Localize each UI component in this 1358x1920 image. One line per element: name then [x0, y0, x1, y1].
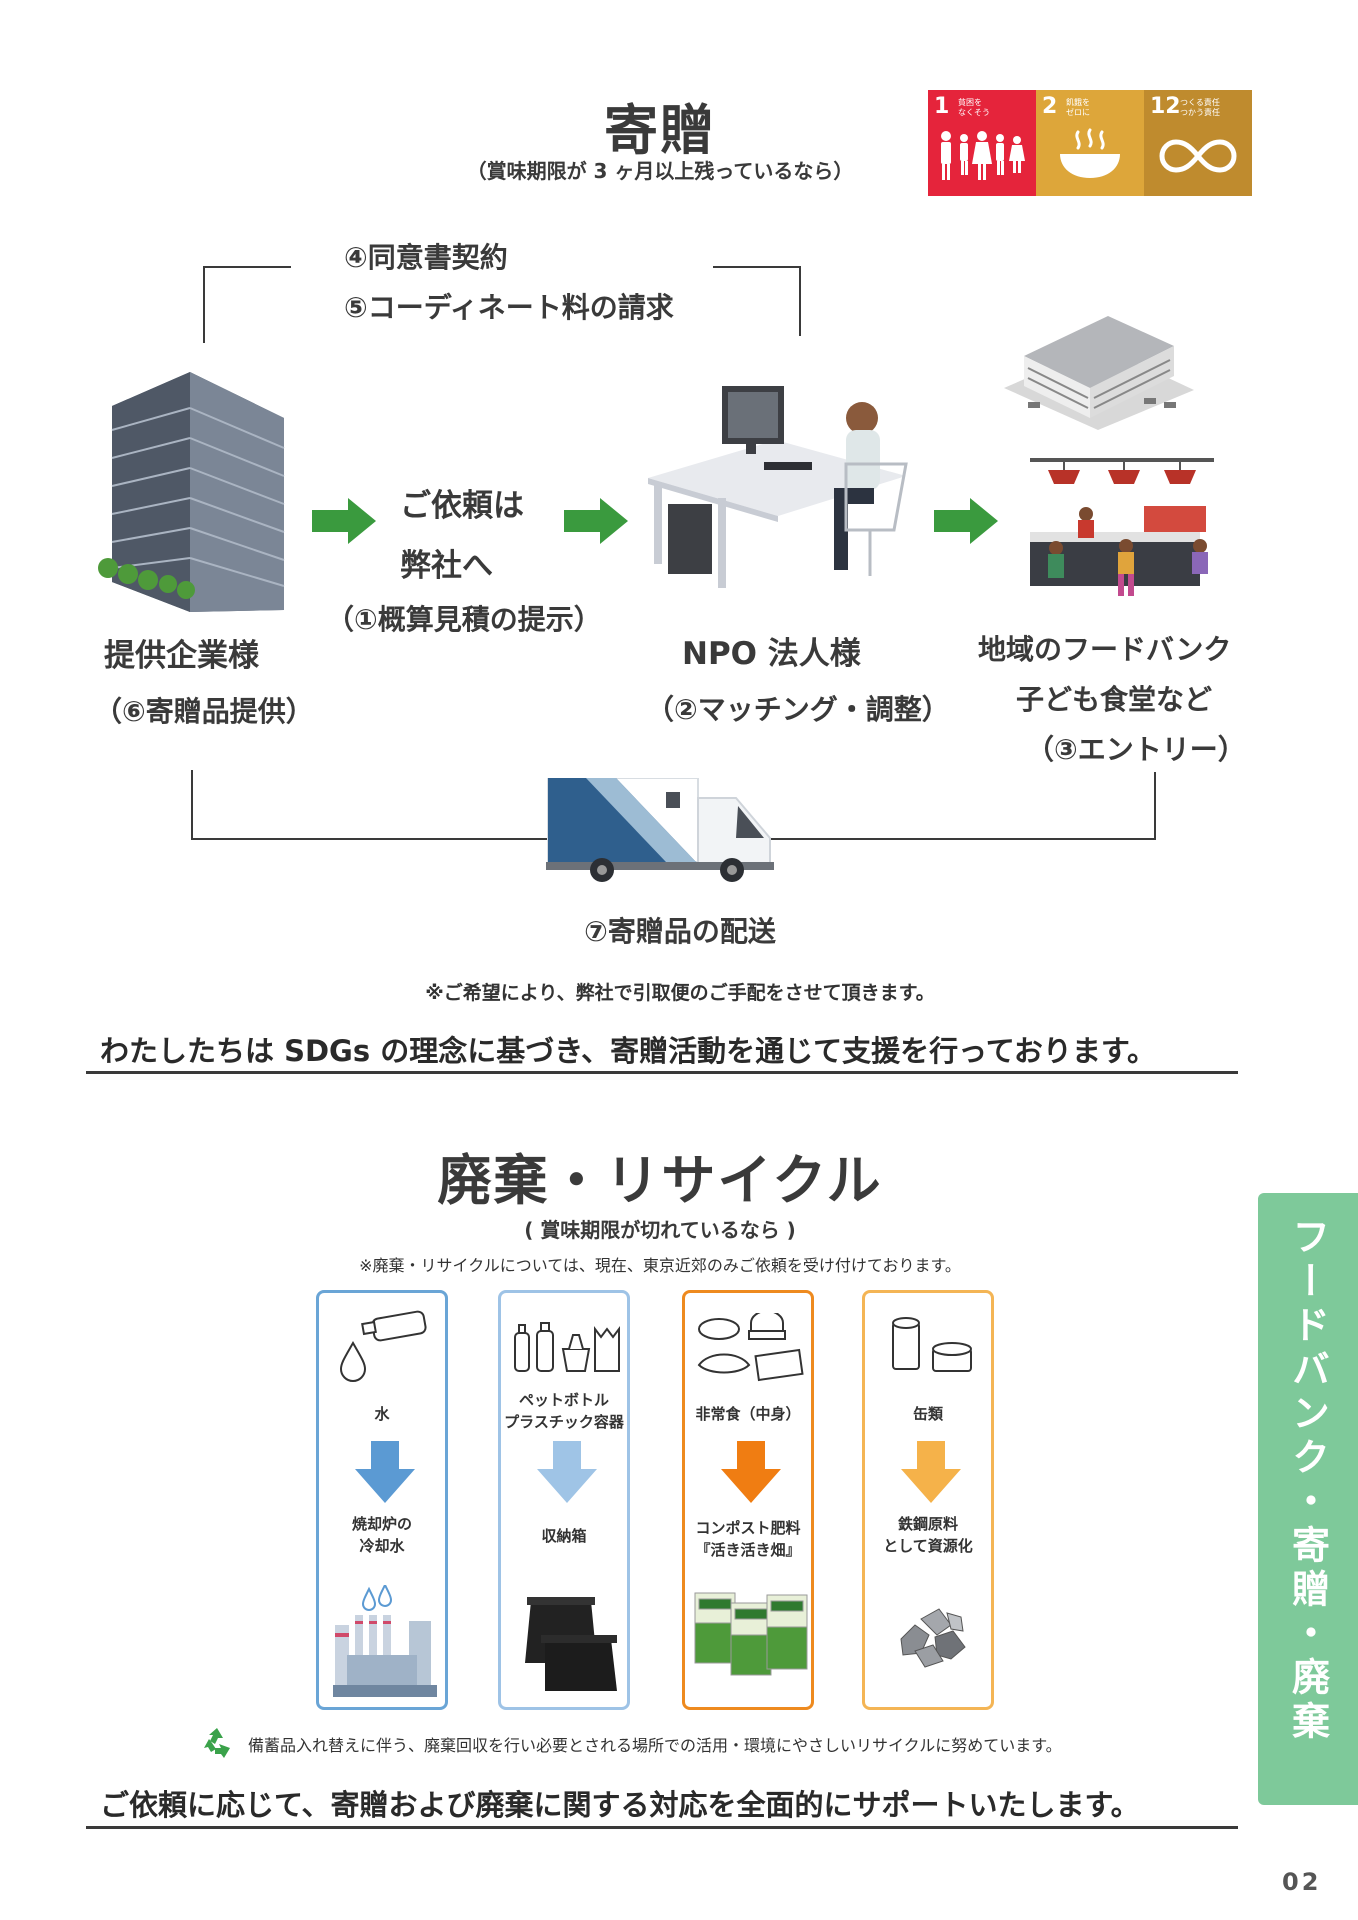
- cafeteria-icon: [1030, 458, 1214, 596]
- incinerator-plant-icon: [333, 1585, 437, 1697]
- delivery-bracket: [1154, 772, 1156, 840]
- request-line2: 弊社へ: [400, 548, 493, 584]
- sdg-2-number: 2: [1042, 94, 1058, 119]
- recycle-result-label: 収納箱: [541, 1527, 587, 1545]
- sdg-1-text: 貧困を なくそう: [958, 98, 990, 117]
- flow-arrow-icon: [312, 498, 376, 544]
- sdg-12-number: 12: [1150, 94, 1181, 119]
- statement-underline: [86, 1071, 1238, 1074]
- storage-box-icon: [525, 1597, 617, 1691]
- flow-arrow-icon: [934, 498, 998, 544]
- down-arrow-icon: [721, 1441, 781, 1503]
- sdg-2-text: 飢餓を ゼロに: [1066, 98, 1090, 117]
- contract-label: ④同意書契約: [344, 241, 508, 274]
- down-arrow-icon: [355, 1441, 415, 1503]
- plastic-containers-icon: [514, 1322, 620, 1372]
- recycle-result-label: 鉄鋼原料 として資源化: [883, 1515, 973, 1555]
- delivery-bracket: [191, 770, 193, 840]
- recycle-result-label: コンポスト肥料 『活き活き畑』: [695, 1519, 801, 1559]
- recycle-item-label: 水: [374, 1405, 390, 1423]
- delivery-label: ⑦寄贈品の配送: [584, 915, 776, 948]
- foodbank-line2: 子ども食堂など: [1016, 683, 1213, 716]
- recycle-card-water: 水 焼却炉の 冷却水: [316, 1290, 448, 1710]
- water-bottle-icon: [339, 1310, 427, 1382]
- invoice-label: ⑤コーディネート料の請求: [344, 291, 674, 324]
- page-number: 02: [1282, 1868, 1322, 1896]
- bracket-line: [203, 266, 205, 343]
- donation-statement: わたしたちは SDGs の理念に基づき、寄贈活動を通じて支援を行っております。: [100, 1034, 1156, 1068]
- provider-name: 提供企業様: [104, 638, 259, 674]
- sdg-1-tile: 1 貧困を なくそう: [928, 90, 1036, 196]
- recycle-card-pet: ペットボトル プラスチック容器 収納箱: [498, 1290, 630, 1710]
- recycle-card-cans: 缶類 鉄鋼原料 として資源化: [862, 1290, 994, 1710]
- estimate-label: （①概算見積の提示）: [326, 603, 602, 636]
- donation-subtitle: （賞味期限が 3 ヶ月以上残っているなら）: [466, 159, 854, 183]
- recycle-subtitle: ( 賞味期限が切れているなら ): [524, 1218, 796, 1242]
- foodbank-note: （③エントリー）: [1026, 733, 1246, 766]
- npo-name: NPO 法人様: [682, 636, 861, 672]
- npo-note: （②マッチング・調整）: [646, 693, 950, 726]
- down-arrow-icon: [537, 1441, 597, 1503]
- statement-underline: [86, 1826, 1238, 1829]
- side-category-tab: フードバンク・寄贈・廃棄: [1258, 1193, 1358, 1805]
- bowl-icon: [1060, 128, 1120, 178]
- sdg-12-text: つくる責任 つかう責任: [1180, 98, 1220, 117]
- bracket-line: [203, 266, 291, 268]
- flow-arrow-icon: [564, 498, 628, 544]
- recycle-icon: [204, 1728, 230, 1758]
- recycle-item-label: ペットボトル プラスチック容器: [504, 1391, 624, 1431]
- sdg-2-tile: 2 飢餓を ゼロに: [1036, 90, 1144, 196]
- recycle-statement: ご依頼に応じて、寄贈および廃棄に関する対応を全面的にサポートいたします。: [100, 1788, 1140, 1822]
- delivery-truck-icon: [546, 778, 774, 882]
- npo-worker-icon: [648, 386, 908, 588]
- side-tab-label: フードバンク・寄贈・廃棄: [1285, 1217, 1330, 1745]
- bracket-line: [713, 266, 801, 268]
- foodbank-line1: 地域のフードバンク: [978, 633, 1232, 666]
- recycle-note: ※廃棄・リサイクルについては、現在、東京近郊のみご依頼を受け付けております。: [359, 1256, 961, 1275]
- scrap-metal-icon: [900, 1608, 966, 1668]
- donation-title: 寄贈: [604, 99, 716, 162]
- bracket-line: [799, 266, 801, 336]
- recycle-item-label: 缶類: [912, 1405, 943, 1423]
- compost-bags-icon: [694, 1592, 808, 1676]
- down-arrow-icon: [901, 1441, 961, 1503]
- infinity-icon: [1159, 139, 1237, 173]
- provider-note: （⑥寄贈品提供）: [94, 695, 314, 728]
- emergency-food-icon: [697, 1313, 804, 1382]
- recycle-result-label: 焼却炉の 冷却水: [351, 1515, 412, 1555]
- request-line1: ご依頼は: [400, 488, 524, 524]
- recycle-item-label: 非常食（中身）: [695, 1405, 801, 1423]
- warehouse-icon: [1004, 316, 1194, 430]
- recycle-card-emergency-food: 非常食（中身） コンポスト肥料 『活き活き畑』: [682, 1290, 814, 1710]
- sdg-12-tile: 12 つくる責任 つかう責任: [1144, 90, 1252, 196]
- sdg-1-number: 1: [934, 94, 950, 119]
- delivery-note: ※ご希望により、弊社で引取便のご手配をさせて頂きます。: [425, 982, 935, 1004]
- office-building-icon: [98, 372, 285, 612]
- recycle-footnote: 備蓄品入れ替えに伴う、廃棄回収を行い必要とされる場所での活用・環境にやさしいリサ…: [248, 1736, 1062, 1755]
- recycle-title: 廃棄・リサイクル: [437, 1149, 883, 1212]
- cans-icon: [892, 1317, 972, 1372]
- family-icon: [941, 131, 1025, 180]
